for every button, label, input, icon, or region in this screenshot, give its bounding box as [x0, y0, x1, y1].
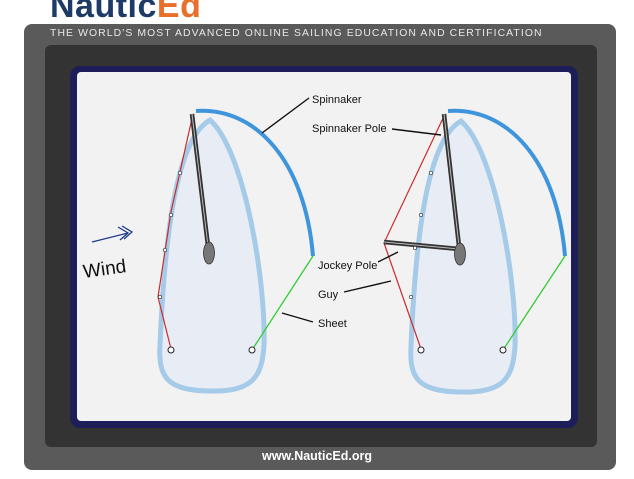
jockey-pole-leader-line	[377, 251, 399, 263]
right-spinnaker	[447, 108, 567, 257]
left-boat	[157, 108, 315, 394]
logo-text-ed: Ed	[156, 0, 202, 25]
right-fitting	[412, 245, 418, 251]
right-jockey-pole-highlight	[383, 241, 460, 250]
right-block-starboard	[499, 346, 507, 354]
guy-label: Guy	[318, 289, 339, 301]
right-fitting	[408, 294, 414, 300]
wind-indicator: Wind	[82, 225, 134, 283]
logo-text-nautic: Nautic	[50, 0, 157, 25]
right-mast	[454, 242, 466, 266]
nauticed-logo[interactable]: NauticEd	[50, 0, 201, 26]
left-mast	[203, 241, 215, 265]
right-sheet	[502, 255, 566, 351]
right-block-port	[417, 346, 425, 354]
tagline: THE WORLD'S MOST ADVANCED ONLINE SAILING…	[50, 28, 543, 39]
spinnaker-pole-leader-line	[391, 128, 442, 136]
jockey-pole-label: Jockey Pole	[318, 260, 377, 272]
guy-leader-line	[343, 280, 392, 293]
wind-arrow-head-icon	[121, 225, 134, 240]
left-spinnaker-pole-highlight	[191, 113, 209, 247]
left-spinnaker	[195, 108, 315, 257]
right-fitting	[428, 170, 434, 176]
spinnaker-leader-line	[261, 97, 310, 134]
left-fitting	[177, 170, 183, 176]
left-sheet	[251, 255, 314, 351]
sheet-leader-line	[281, 312, 314, 323]
footer-url-link[interactable]: www.NauticEd.org	[262, 449, 372, 463]
wind-label: Wind	[82, 256, 128, 283]
left-fitting	[162, 247, 168, 253]
spinnaker-pole-label: Spinnaker Pole	[312, 123, 387, 135]
spinnaker-label: Spinnaker	[312, 94, 362, 106]
sheet-label: Sheet	[318, 318, 347, 330]
left-fitting	[168, 212, 174, 218]
left-block-port	[167, 346, 175, 354]
right-boat	[383, 108, 567, 395]
right-fitting	[418, 212, 424, 218]
left-guy	[157, 113, 194, 350]
logo-tab	[47, 0, 217, 24]
right-spinnaker-pole-highlight	[443, 113, 460, 247]
left-fitting	[157, 294, 163, 300]
left-block-starboard	[248, 346, 256, 354]
wind-arrow-head-icon	[117, 226, 130, 241]
wind-arrow-icon	[91, 232, 129, 243]
